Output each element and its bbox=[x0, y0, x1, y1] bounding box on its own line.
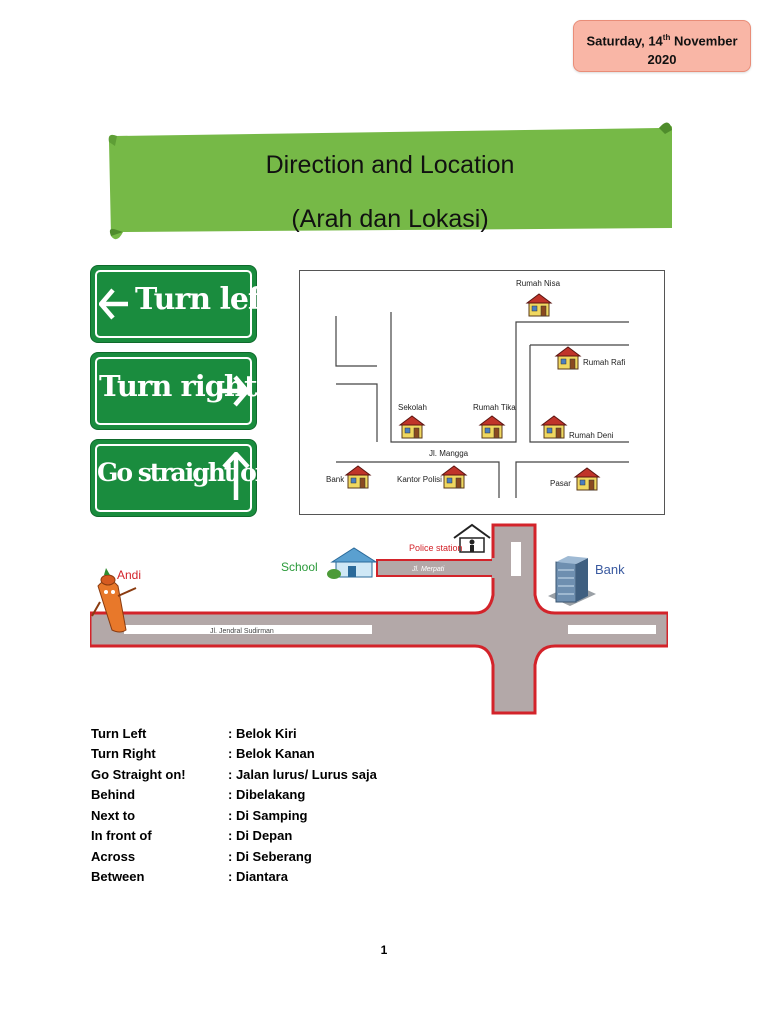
up-arrow-icon bbox=[222, 452, 250, 500]
title-banner bbox=[108, 122, 672, 240]
label-bank: Bank bbox=[326, 475, 345, 484]
vocab-meaning: : Di Samping bbox=[228, 808, 308, 823]
label-rumah-nisa: Rumah Nisa bbox=[516, 279, 561, 288]
road-illustration: Jl. Jendral Sudirman Jl. Merpati Andi Sc… bbox=[90, 523, 668, 715]
vocab-term: In front of bbox=[91, 828, 152, 843]
road-marking bbox=[568, 625, 656, 634]
right-arrow-icon bbox=[220, 375, 249, 407]
date-suffix: th bbox=[662, 33, 671, 42]
go-straight-text: Go straight on! bbox=[97, 458, 282, 487]
label-bank-illustration: Bank bbox=[595, 562, 625, 577]
go-straight-sign: Go straight on! bbox=[91, 440, 282, 516]
page-title: Direction and Location (Arah dan Lokasi) bbox=[120, 138, 660, 246]
vocab-meaning: : Diantara bbox=[228, 869, 288, 884]
vocab-meaning: : Di Seberang bbox=[228, 849, 312, 864]
label-andi: Andi bbox=[117, 568, 141, 582]
turn-right-sign: Turn right bbox=[91, 353, 258, 429]
school-icon bbox=[327, 547, 378, 579]
label-sekolah: Sekolah bbox=[398, 403, 427, 412]
vocab-term: Between bbox=[91, 869, 145, 884]
vocab-term: Turn Left bbox=[91, 726, 147, 741]
vocab-term: Next to bbox=[91, 808, 136, 823]
label-kantor-polisi: Kantor Polisi bbox=[397, 475, 442, 484]
turn-left-sign: Turn left bbox=[91, 266, 274, 342]
vocab-meaning: : Jalan lurus/ Lurus saja bbox=[228, 767, 377, 782]
date-badge: Saturday, 14th November 2020 bbox=[573, 20, 751, 72]
date-prefix: Saturday, 14 bbox=[586, 33, 663, 49]
road-marking bbox=[511, 542, 521, 576]
label-jl-mangga: Jl. Mangga bbox=[429, 449, 469, 458]
label-rumah-deni: Rumah Deni bbox=[569, 431, 614, 440]
turn-left-text: Turn left bbox=[135, 282, 274, 317]
date-month: November bbox=[673, 33, 738, 49]
vocab-meaning: : Belok Kiri bbox=[228, 726, 297, 741]
label-jl-sudirman: Jl. Jendral Sudirman bbox=[210, 628, 274, 635]
andi-character-icon bbox=[91, 568, 137, 633]
police-station-icon bbox=[453, 523, 491, 553]
title-line-2: (Arah dan Lokasi) bbox=[291, 205, 489, 233]
vocab-term: Behind bbox=[91, 787, 136, 802]
bank-building-icon bbox=[548, 556, 596, 606]
road-marking bbox=[124, 625, 372, 634]
vocab-term: Across bbox=[91, 849, 136, 864]
title-line-1: Direction and Location bbox=[265, 151, 515, 179]
label-rumah-tika: Rumah Tika bbox=[473, 403, 516, 412]
label-rumah-rafi: Rumah Rafi bbox=[583, 358, 625, 367]
page-number: 1 bbox=[380, 943, 388, 957]
vocab-term: Go Straight on! bbox=[91, 767, 186, 782]
label-pasar: Pasar bbox=[550, 479, 571, 488]
vocab-term: Turn Right bbox=[91, 746, 156, 761]
date-year: 2020 bbox=[647, 52, 677, 68]
vocab-meaning: : Belok Kanan bbox=[228, 746, 315, 761]
left-arrow-icon bbox=[99, 288, 128, 320]
vocab-meaning: : Di Depan bbox=[228, 828, 293, 843]
turn-right-text: Turn right bbox=[99, 369, 258, 403]
vocab-meaning: : Dibelakang bbox=[228, 787, 306, 802]
label-jl-merpati: Jl. Merpati bbox=[411, 566, 445, 573]
street-map: Rumah Nisa Rumah Rafi Sekolah Rumah Tika… bbox=[299, 270, 665, 515]
label-police-station: Police station bbox=[409, 543, 463, 553]
label-school: School bbox=[281, 560, 318, 574]
